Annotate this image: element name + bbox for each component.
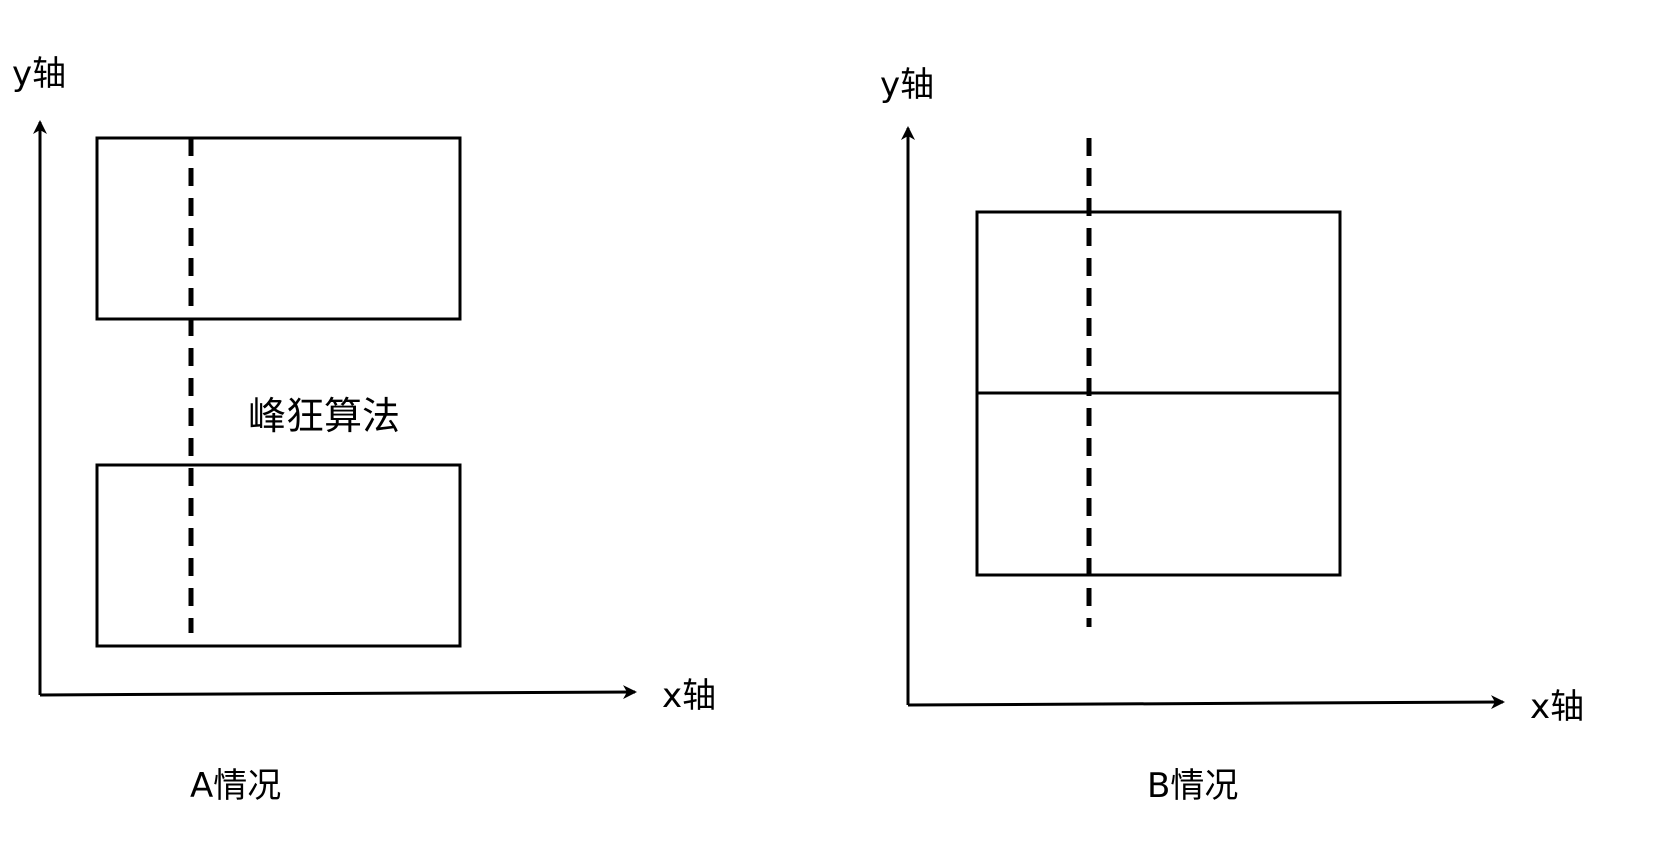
panel-a-y-axis-label: y轴 [12,54,66,94]
panel-b-x-axis [907,695,1505,710]
panel-b-caption: B情况 [1147,766,1238,806]
panel-b: y轴 x轴 B情况 [880,65,1584,806]
panel-a-x-axis-label: x轴 [662,676,716,716]
panel-a-top-rectangle [95,136,462,321]
panel-a-caption: A情况 [190,766,281,806]
panel-a-bottom-rectangle [95,463,462,648]
panel-a-x-axis [39,685,637,700]
panel-a: y轴 x轴 峰狂算法 A情况 [12,54,716,806]
panel-b-y-axis-label: y轴 [880,65,934,105]
panel-b-x-axis-label: x轴 [1530,687,1584,727]
panel-a-annotation: 峰狂算法 [248,394,400,438]
